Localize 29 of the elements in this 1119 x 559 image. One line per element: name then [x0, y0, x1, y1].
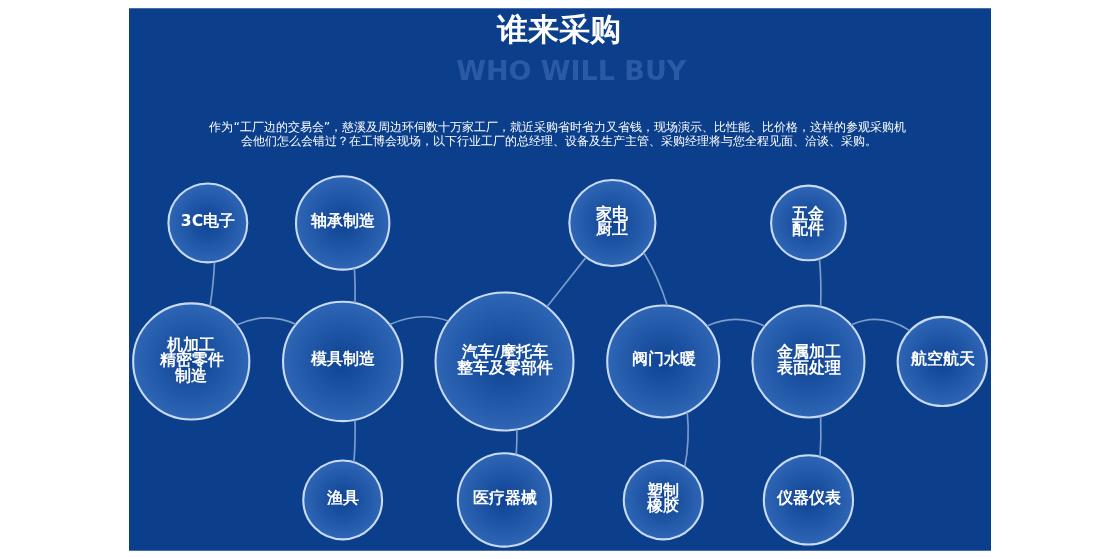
diagram-title: 谁来采购 [496, 11, 621, 48]
connector [545, 256, 587, 308]
node-circle: 仪器仪表 [762, 454, 854, 546]
node-circle: 轴承制造 [294, 175, 390, 271]
node-circle: 塑制橡胶 [622, 459, 704, 541]
connector [683, 411, 689, 468]
label: 作为“工厂边的交易会”，慈溪及周边环伺数十万家工厂，就近采购省时省力又省钱，现场演示、比性能、比价格，这样的参观采购机会他们怎么会错过？在工博会现场，以下行业工厂的总经理、设备及生产主管、采购经理将与您全程见面、洽谈、采购。 [208, 119, 906, 148]
node-circle: 渔具 [301, 459, 383, 541]
node-circle: 航空航天 [896, 315, 988, 408]
node-circle: 汽车/摩托车整车及零部件 [434, 291, 574, 432]
node-circle: 3C电子 [166, 182, 248, 264]
connector [705, 318, 766, 327]
connector [514, 428, 518, 456]
connector [235, 317, 297, 326]
connector [818, 415, 822, 458]
node-circle: 机加工精密零件制造 [131, 302, 250, 421]
node-circle: 阀门水暖 [605, 304, 720, 419]
connector [352, 419, 356, 463]
connector [353, 267, 356, 304]
connector [208, 261, 215, 308]
node-circle: 医疗器械 [456, 452, 552, 548]
node-circle: 五金配件 [769, 184, 847, 262]
connector [388, 315, 449, 326]
node-circle: 金属加工表面处理 [750, 304, 865, 419]
connector [849, 318, 911, 332]
connector [642, 251, 668, 307]
connector [818, 257, 822, 308]
node-circle: 模具制造 [281, 300, 403, 423]
node-circle: 家电厨卫 [567, 178, 656, 268]
